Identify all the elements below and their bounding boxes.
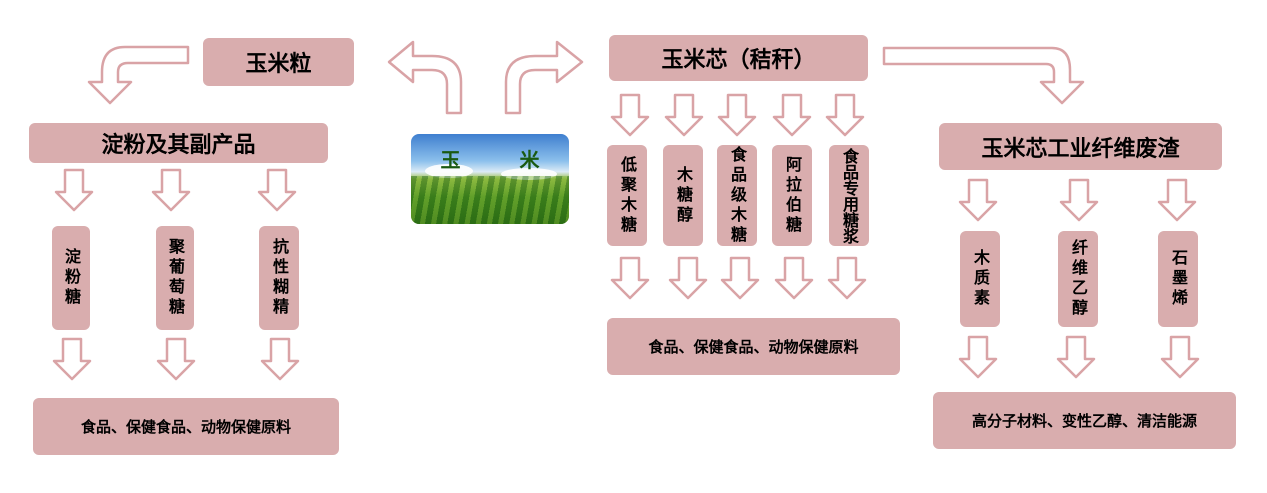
- node-food-grade-xylose: 食品级木糖: [717, 145, 757, 246]
- curved-arrow-right: [882, 46, 1085, 105]
- down-arrow: [774, 256, 814, 300]
- node-xylooligosaccharide: 低聚木糖: [607, 145, 647, 246]
- down-arrow: [610, 256, 650, 300]
- down-arrow: [717, 93, 757, 137]
- down-arrow: [668, 256, 708, 300]
- down-arrow: [825, 93, 865, 137]
- down-arrow: [257, 168, 297, 212]
- curved-arrow-left: [87, 45, 190, 105]
- node-food-syrup: 食品专用糖浆: [829, 145, 869, 246]
- node-graphene: 石墨烯: [1158, 231, 1198, 327]
- down-arrow: [1056, 335, 1096, 379]
- node-polydextrose: 聚葡萄糖: [156, 226, 194, 330]
- node-middle-output: 食品、保健食品、动物保健原料: [607, 318, 900, 375]
- node-xylitol: 木糖醇: [663, 145, 703, 246]
- center-label: 玉 米: [440, 148, 566, 172]
- down-arrow: [827, 256, 867, 300]
- down-arrow: [52, 337, 92, 381]
- down-arrow: [1059, 178, 1099, 222]
- curved-arrow-to-cob: [504, 40, 584, 115]
- node-arabinose: 阿拉伯糖: [772, 145, 812, 246]
- down-arrow: [664, 93, 704, 137]
- node-lignin: 木质素: [960, 231, 1000, 327]
- node-starch-sugar: 淀粉糖: [52, 226, 90, 330]
- down-arrow: [260, 337, 300, 381]
- down-arrow: [156, 337, 196, 381]
- node-cob-fiber-residue: 玉米芯工业纤维废渣: [939, 123, 1222, 170]
- node-starch-byproducts: 淀粉及其副产品: [29, 123, 328, 163]
- node-resistant-dextrin: 抗性糊精: [259, 226, 299, 330]
- down-arrow: [958, 335, 998, 379]
- down-arrow: [610, 93, 650, 137]
- down-arrow: [772, 93, 812, 137]
- down-arrow: [720, 256, 760, 300]
- node-cellulosic-ethanol: 纤维乙醇: [1058, 231, 1098, 327]
- down-arrow: [1160, 335, 1200, 379]
- node-left-output: 食品、保健食品、动物保健原料: [33, 398, 339, 455]
- down-arrow: [1157, 178, 1197, 222]
- curved-arrow-to-kernel: [387, 40, 463, 115]
- node-right-output: 高分子材料、变性乙醇、清洁能源: [933, 392, 1236, 449]
- down-arrow: [54, 168, 94, 212]
- corn-field-image: 玉 米: [411, 134, 569, 224]
- down-arrow: [958, 178, 998, 222]
- down-arrow: [151, 168, 191, 212]
- node-corn-cob: 玉米芯（秸秆）: [609, 35, 868, 81]
- node-corn-kernel: 玉米粒: [203, 38, 354, 86]
